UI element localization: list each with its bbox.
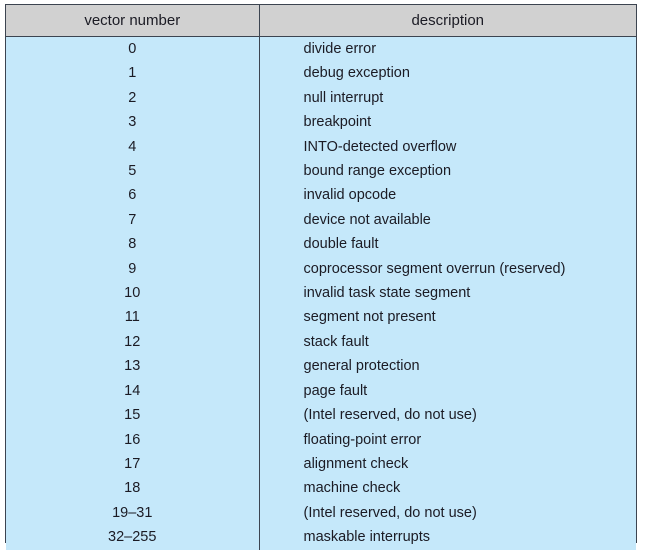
cell-vector-number: 4 <box>6 134 260 160</box>
cell-vector-number: 14 <box>6 378 260 404</box>
cell-description: double fault <box>259 232 636 257</box>
cell-description: general protection <box>259 354 636 379</box>
cell-vector-number: 10 <box>6 281 260 306</box>
cell-description: page fault <box>259 378 636 404</box>
cell-vector-number: 32–255 <box>6 525 260 550</box>
cell-vector-number: 13 <box>6 354 260 379</box>
column-header-description: description <box>259 5 636 37</box>
cell-vector-number: 15 <box>6 403 260 428</box>
cell-vector-number: 5 <box>6 159 260 184</box>
cell-vector-number: 2 <box>6 85 260 111</box>
cell-vector-number: 16 <box>6 427 260 452</box>
table-row: 19–31(Intel reserved, do not use) <box>6 500 636 526</box>
cell-vector-number: 1 <box>6 61 260 86</box>
cell-description: breakpoint <box>259 110 636 135</box>
cell-description: debug exception <box>259 61 636 86</box>
cell-vector-number: 8 <box>6 232 260 257</box>
table-header-row: vector number description <box>6 5 636 37</box>
table-header: vector number description <box>6 5 636 37</box>
cell-vector-number: 11 <box>6 305 260 330</box>
cell-vector-number: 17 <box>6 451 260 477</box>
cell-description: null interrupt <box>259 85 636 111</box>
cell-description: INTO-detected overflow <box>259 134 636 160</box>
table-row: 15(Intel reserved, do not use) <box>6 403 636 428</box>
cell-vector-number: 12 <box>6 329 260 355</box>
cell-description: coprocessor segment overrun (reserved) <box>259 256 636 282</box>
cell-description: stack fault <box>259 329 636 355</box>
cell-description: (Intel reserved, do not use) <box>259 403 636 428</box>
cell-description: maskable interrupts <box>259 525 636 550</box>
cell-description: machine check <box>259 476 636 501</box>
cell-description: alignment check <box>259 451 636 477</box>
cell-description: device not available <box>259 207 636 233</box>
cell-vector-number: 9 <box>6 256 260 282</box>
cell-description: (Intel reserved, do not use) <box>259 500 636 526</box>
cell-vector-number: 0 <box>6 36 260 62</box>
cell-vector-number: 18 <box>6 476 260 501</box>
cell-description: segment not present <box>259 305 636 330</box>
cell-description: floating-point error <box>259 427 636 452</box>
cell-vector-number: 6 <box>6 183 260 208</box>
cell-description: bound range exception <box>259 159 636 184</box>
cell-vector-number: 7 <box>6 207 260 233</box>
cell-description: divide error <box>259 36 636 62</box>
cell-description: invalid task state segment <box>259 281 636 306</box>
cell-vector-number: 19–31 <box>6 500 260 526</box>
cell-vector-number: 3 <box>6 110 260 135</box>
cell-description: invalid opcode <box>259 183 636 208</box>
column-header-vector-number: vector number <box>6 5 260 37</box>
